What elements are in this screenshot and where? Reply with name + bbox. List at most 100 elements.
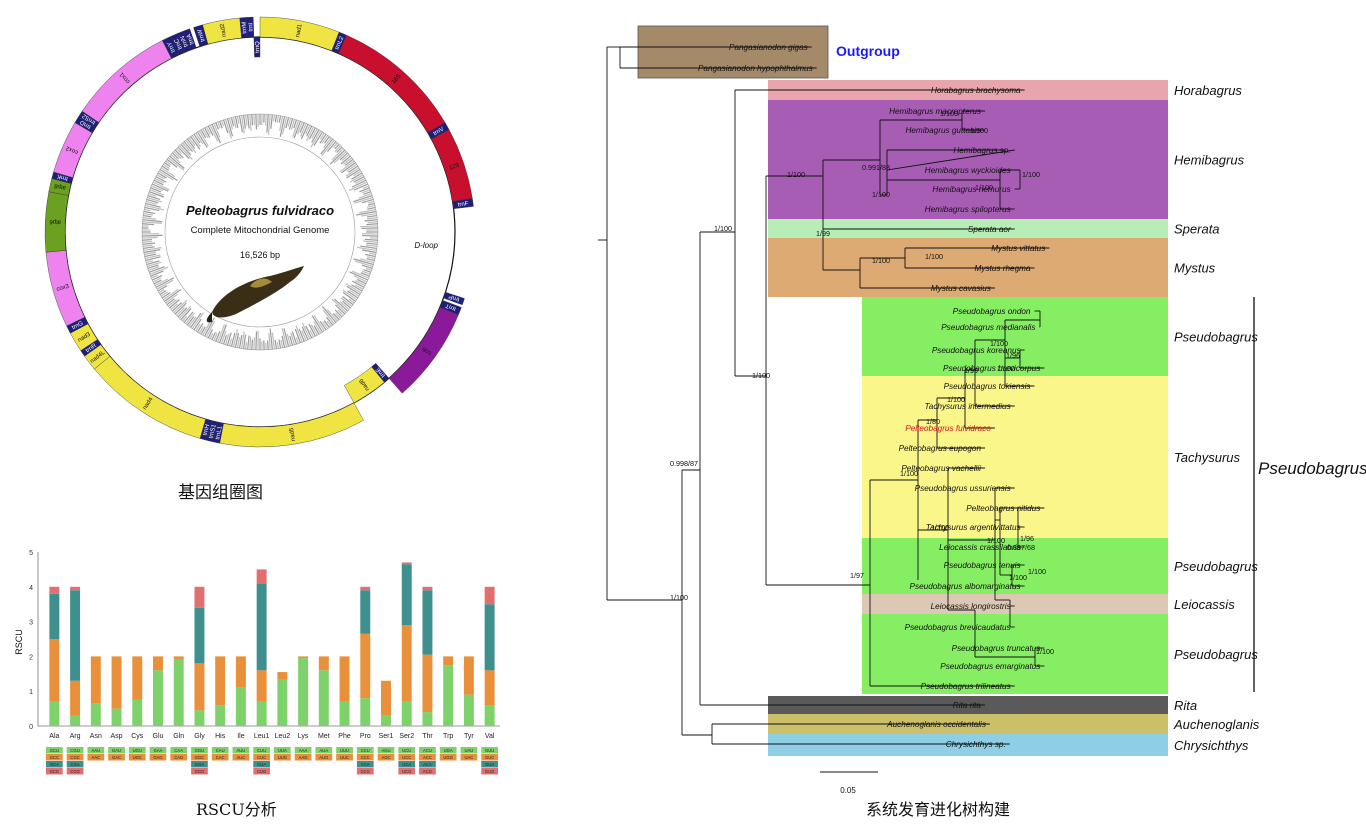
gc-tick	[224, 118, 233, 139]
gc-tick	[292, 120, 299, 138]
codon-swatch	[419, 768, 436, 775]
gc-tick	[279, 116, 286, 137]
codon-swatch	[274, 754, 291, 761]
gc-tick	[334, 143, 340, 150]
taxon-label: Leiocassis longirostris	[931, 602, 1011, 611]
codon-swatch	[315, 747, 333, 754]
gc-tick	[360, 245, 377, 250]
clade-label-horabagrus: Horabagrus	[1174, 83, 1242, 98]
gc-tick	[345, 283, 362, 294]
gc-tick	[342, 295, 354, 306]
gc-tick	[157, 285, 168, 292]
gc-tick	[148, 266, 160, 271]
gc-tick	[142, 242, 156, 245]
gc-tick	[272, 114, 275, 122]
gc-tick	[191, 312, 204, 330]
rscu-bar-Arg-3	[70, 586, 81, 591]
rscu-category: Lys	[298, 733, 309, 740]
gc-tick	[167, 157, 185, 171]
gc-tick	[193, 318, 202, 331]
clade-band-pseudobagrus	[862, 614, 1168, 694]
gc-tick	[176, 307, 185, 316]
rscu-bar-Pro-1	[360, 633, 371, 699]
gene-label-cox3: cox3	[56, 284, 70, 293]
gc-tick	[271, 332, 275, 350]
gc-tick	[354, 260, 374, 268]
gc-tick	[174, 302, 187, 315]
gene-label-trnE: trnE	[375, 366, 387, 378]
gc-tick	[360, 272, 370, 277]
gc-tick	[183, 311, 194, 323]
gc-tick	[247, 114, 250, 129]
gc-tick	[283, 328, 290, 347]
gc-tick	[293, 120, 301, 139]
gc-tick	[313, 325, 320, 335]
gc-tick	[351, 172, 363, 180]
genus-label: Pseudobagrus	[1258, 459, 1366, 478]
clade-band-pseudobagrus	[862, 538, 1168, 594]
gc-tick	[349, 289, 360, 297]
gc-tick	[357, 278, 367, 285]
gc-tick	[268, 332, 271, 350]
codon-swatch	[481, 754, 498, 761]
tree-branch	[886, 149, 1015, 171]
gc-tick	[230, 117, 235, 127]
gc-tick	[224, 333, 230, 346]
gc-tick	[365, 267, 372, 271]
support-value: 1/100	[987, 536, 1005, 545]
taxon-label: Pseudobagrus brevicaudatus	[905, 623, 1011, 632]
gc-tick	[324, 136, 330, 144]
gc-tick	[362, 234, 378, 237]
support-value: 1/100	[900, 469, 918, 478]
gc-tick	[171, 152, 179, 160]
support-value: 1/99	[964, 366, 978, 375]
gc-tick	[361, 189, 371, 194]
rscu-bar-Ala-1	[49, 639, 60, 702]
codon-label: UGG	[443, 755, 453, 760]
gc-tick	[147, 194, 161, 201]
taxon-label: Pelteobagrus vachellii	[901, 464, 981, 473]
gc-tick	[363, 240, 378, 243]
gc-ring-outer	[141, 113, 379, 351]
gc-tick	[186, 316, 195, 326]
gc-tick	[215, 331, 221, 342]
gene-label-atp8: atp8	[53, 182, 66, 191]
support-value: 1/100	[787, 170, 805, 179]
codon-swatch	[481, 747, 498, 754]
gc-tick	[348, 298, 355, 304]
rscu-bar-Ser2-2	[401, 564, 412, 626]
support-value: 1/100	[872, 190, 890, 199]
taxon-label: Mystus cavasius	[931, 284, 991, 293]
gc-tick	[326, 308, 338, 322]
codon-label: UCG	[402, 769, 411, 774]
gc-tick	[336, 146, 343, 153]
rscu-bar-Ser1-0	[381, 715, 391, 726]
codon-label: GCA	[50, 762, 59, 767]
codon-label: GAC	[112, 755, 121, 760]
gc-tick	[353, 170, 362, 177]
gc-tick	[145, 202, 161, 208]
gc-tick	[238, 115, 244, 133]
gc-tick	[353, 176, 365, 183]
gc-tick	[171, 301, 183, 312]
gc-tick	[156, 174, 165, 180]
rscu-bar-Asn-0	[90, 703, 101, 726]
support-value: 1/100	[970, 126, 988, 135]
rscu-bar-Thr-1	[422, 654, 433, 713]
gene-label-trnG: trnG	[71, 320, 84, 331]
gene-label-trnS1: trnS1	[209, 423, 218, 439]
gc-tick	[313, 321, 322, 334]
gc-tick	[226, 118, 234, 137]
gc-tick	[355, 280, 366, 287]
gc-tick	[247, 335, 250, 350]
rscu-bar-Leu1-1	[256, 670, 267, 702]
rscu-category: Cys	[131, 733, 144, 740]
gc-tick	[179, 305, 192, 319]
gc-tick	[158, 170, 174, 181]
genome-subtitle: Complete Mitochondrial Genome	[191, 225, 330, 236]
support-value: 1/100	[931, 523, 949, 532]
rscu-bar-Phe-1	[339, 656, 350, 702]
taxon-label: Pelteobagrus nitidus	[966, 504, 1040, 513]
gene-label-atp6: atp6	[49, 218, 62, 225]
gc-tick	[164, 162, 171, 168]
